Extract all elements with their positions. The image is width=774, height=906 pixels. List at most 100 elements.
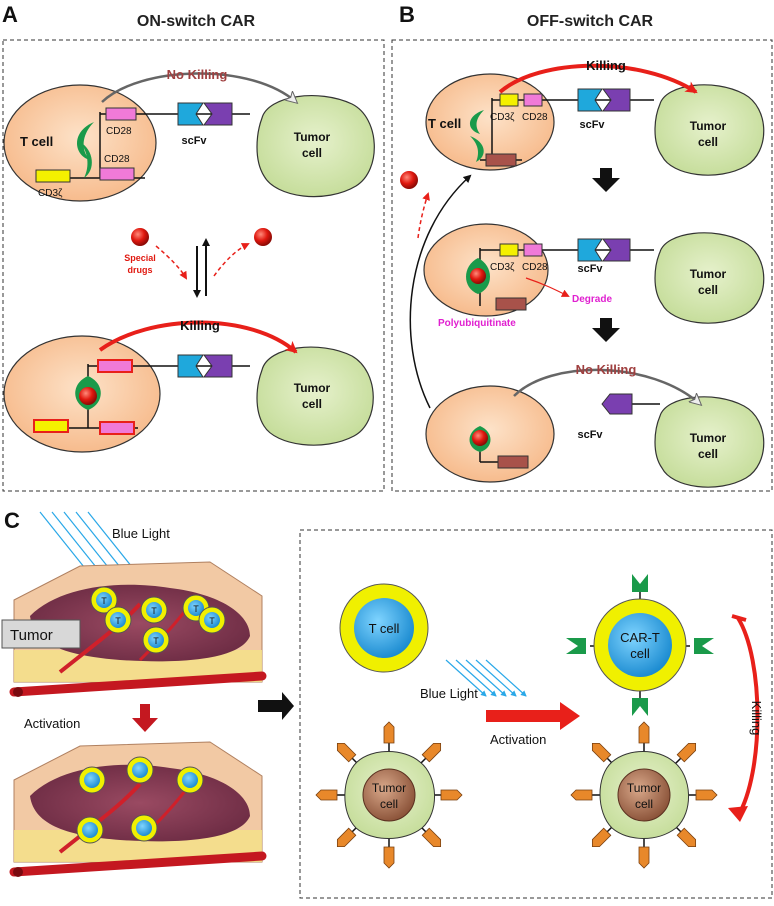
b-scfv-3 xyxy=(601,393,633,415)
b-brown-3 xyxy=(497,455,529,469)
tumor-antigen-spike xyxy=(638,846,650,869)
svg-text:T: T xyxy=(153,636,159,646)
b-drug-bound-2 xyxy=(470,268,486,284)
b-cd3z-2 xyxy=(499,243,519,257)
a-tumor-bottom-label: Tumor xyxy=(294,381,331,395)
panel-a-letter: A xyxy=(2,2,18,27)
b-down-arrow-1 xyxy=(592,168,620,192)
tumor-antigen-spike xyxy=(440,789,463,801)
tumor-antigen-spike xyxy=(591,742,612,763)
b-degrade-label: Degrade xyxy=(572,294,612,305)
a-cd3z-top-label: CD3ζ xyxy=(38,188,63,199)
c-cart-cell: CAR-T cell xyxy=(566,574,714,716)
svg-text:T: T xyxy=(209,616,215,626)
c-cart-marker xyxy=(176,766,204,794)
b-no-killing-arrow xyxy=(513,368,700,404)
b-brown-1 xyxy=(485,153,517,167)
b-cd3z-1 xyxy=(499,93,519,107)
b-cd3z-1-label: CD3ζ xyxy=(490,112,515,123)
c-activation-label-left: Activation xyxy=(24,716,80,731)
a-drug-left xyxy=(131,228,149,246)
b-tcell-1 xyxy=(425,73,555,171)
a-tcell-label: T cell xyxy=(20,134,53,149)
c-activation-label-right: Activation xyxy=(490,732,546,747)
a-drugs-label: drugs xyxy=(127,265,152,275)
a-cd28-bottom-1 xyxy=(97,359,133,373)
a-tumor-bottom xyxy=(256,346,374,446)
tumor-antigen-spike xyxy=(695,789,718,801)
b-cd28-2-label: CD28 xyxy=(522,262,548,273)
b-no-killing-label: No Killing xyxy=(576,362,637,377)
c-tumor-cell-right: Tumor cell xyxy=(570,721,718,869)
a-drug-in-arrow xyxy=(155,245,188,280)
tumor-antigen-spike xyxy=(383,721,395,744)
a-special-label: Special xyxy=(124,253,156,263)
a-switch-half-1 xyxy=(77,122,94,160)
b-killing-arrow xyxy=(498,63,698,94)
c-cart-marker xyxy=(78,766,106,794)
a-cd28-mid xyxy=(99,167,135,181)
panel-b-frame xyxy=(391,39,773,492)
c-killing-arrow xyxy=(736,616,760,818)
tumor-antigen-spike xyxy=(676,827,697,848)
a-tumor-top-label2: cell xyxy=(302,146,322,160)
a-no-killing-arrow xyxy=(101,72,296,102)
b-down-arrow-2 xyxy=(592,318,620,342)
c-tumor-right-label2: cell xyxy=(635,797,653,811)
c-cart-marker xyxy=(76,816,104,844)
c-tcell-marker: T xyxy=(198,606,226,634)
a-drug-right xyxy=(254,228,272,246)
c-car-receptor xyxy=(632,698,648,716)
b-cd28-1-label: CD28 xyxy=(522,112,548,123)
tumor-antigen-spike xyxy=(421,742,442,763)
b-tumor-3 xyxy=(654,396,765,488)
panel-b-letter: B xyxy=(399,2,415,27)
panel-c: C Blue Light Tumor T xyxy=(1,508,773,899)
c-cart-label2: cell xyxy=(630,646,650,661)
c-tcell-marker: T xyxy=(140,596,168,624)
a-no-killing-label: No Killing xyxy=(167,67,228,82)
b-cd28-2 xyxy=(523,243,543,257)
b-tumor-1-label2: cell xyxy=(698,135,718,149)
b-tumor-1 xyxy=(654,84,765,176)
panel-b: B OFF-switch CAR Tumor cell Killing CD3ζ… xyxy=(391,2,773,492)
c-tcells-top: T T T T T xyxy=(90,586,226,654)
c-killing-bar xyxy=(731,614,747,622)
c-tumor-box-label: Tumor xyxy=(10,627,53,644)
c-car-receptor xyxy=(632,574,648,592)
a-cd3z-top xyxy=(35,169,71,183)
panel-b-title: OFF-switch CAR xyxy=(527,13,654,30)
a-scfv-bottom xyxy=(177,354,233,378)
c-car-receptor xyxy=(694,638,714,654)
tumor-antigen-spike xyxy=(676,742,697,763)
c-tumor-cell-left: Tumor cell xyxy=(315,721,463,869)
panel-a-title: ON-switch CAR xyxy=(137,13,256,30)
c-tcell-marker: T xyxy=(104,606,132,634)
a-cd28-top-label: CD28 xyxy=(106,126,132,137)
svg-text:T: T xyxy=(115,616,121,626)
b-tcell-3 xyxy=(425,385,555,483)
c-activation-down-arrow xyxy=(132,704,158,732)
b-drug-free xyxy=(400,171,418,189)
tumor-antigen-spike xyxy=(591,827,612,848)
tumor-antigen-spike xyxy=(383,846,395,869)
b-cd3z-2-label: CD3ζ xyxy=(490,262,515,273)
b-degrade-arrow xyxy=(525,277,570,297)
c-cart-cells-bottom xyxy=(76,756,204,844)
c-tumor-box xyxy=(1,619,81,649)
b-killing-label: Killing xyxy=(586,58,626,73)
a-drug-out-arrow xyxy=(213,243,250,277)
tumor-antigen-spike xyxy=(336,827,357,848)
b-switch-1b xyxy=(470,136,484,162)
tumor-antigen-spike xyxy=(570,789,593,801)
b-tcell-label: T cell xyxy=(428,116,461,131)
c-killing-label: Killing xyxy=(749,701,764,736)
panel-c-letter: C xyxy=(4,508,20,533)
svg-text:T: T xyxy=(101,596,107,606)
b-scfv-2-label: scFv xyxy=(577,263,603,275)
b-scfv-2 xyxy=(577,238,631,262)
a-cd28-top xyxy=(105,107,137,121)
b-tumor-2-label2: cell xyxy=(698,283,718,297)
c-activation-right-arrow xyxy=(486,702,580,730)
